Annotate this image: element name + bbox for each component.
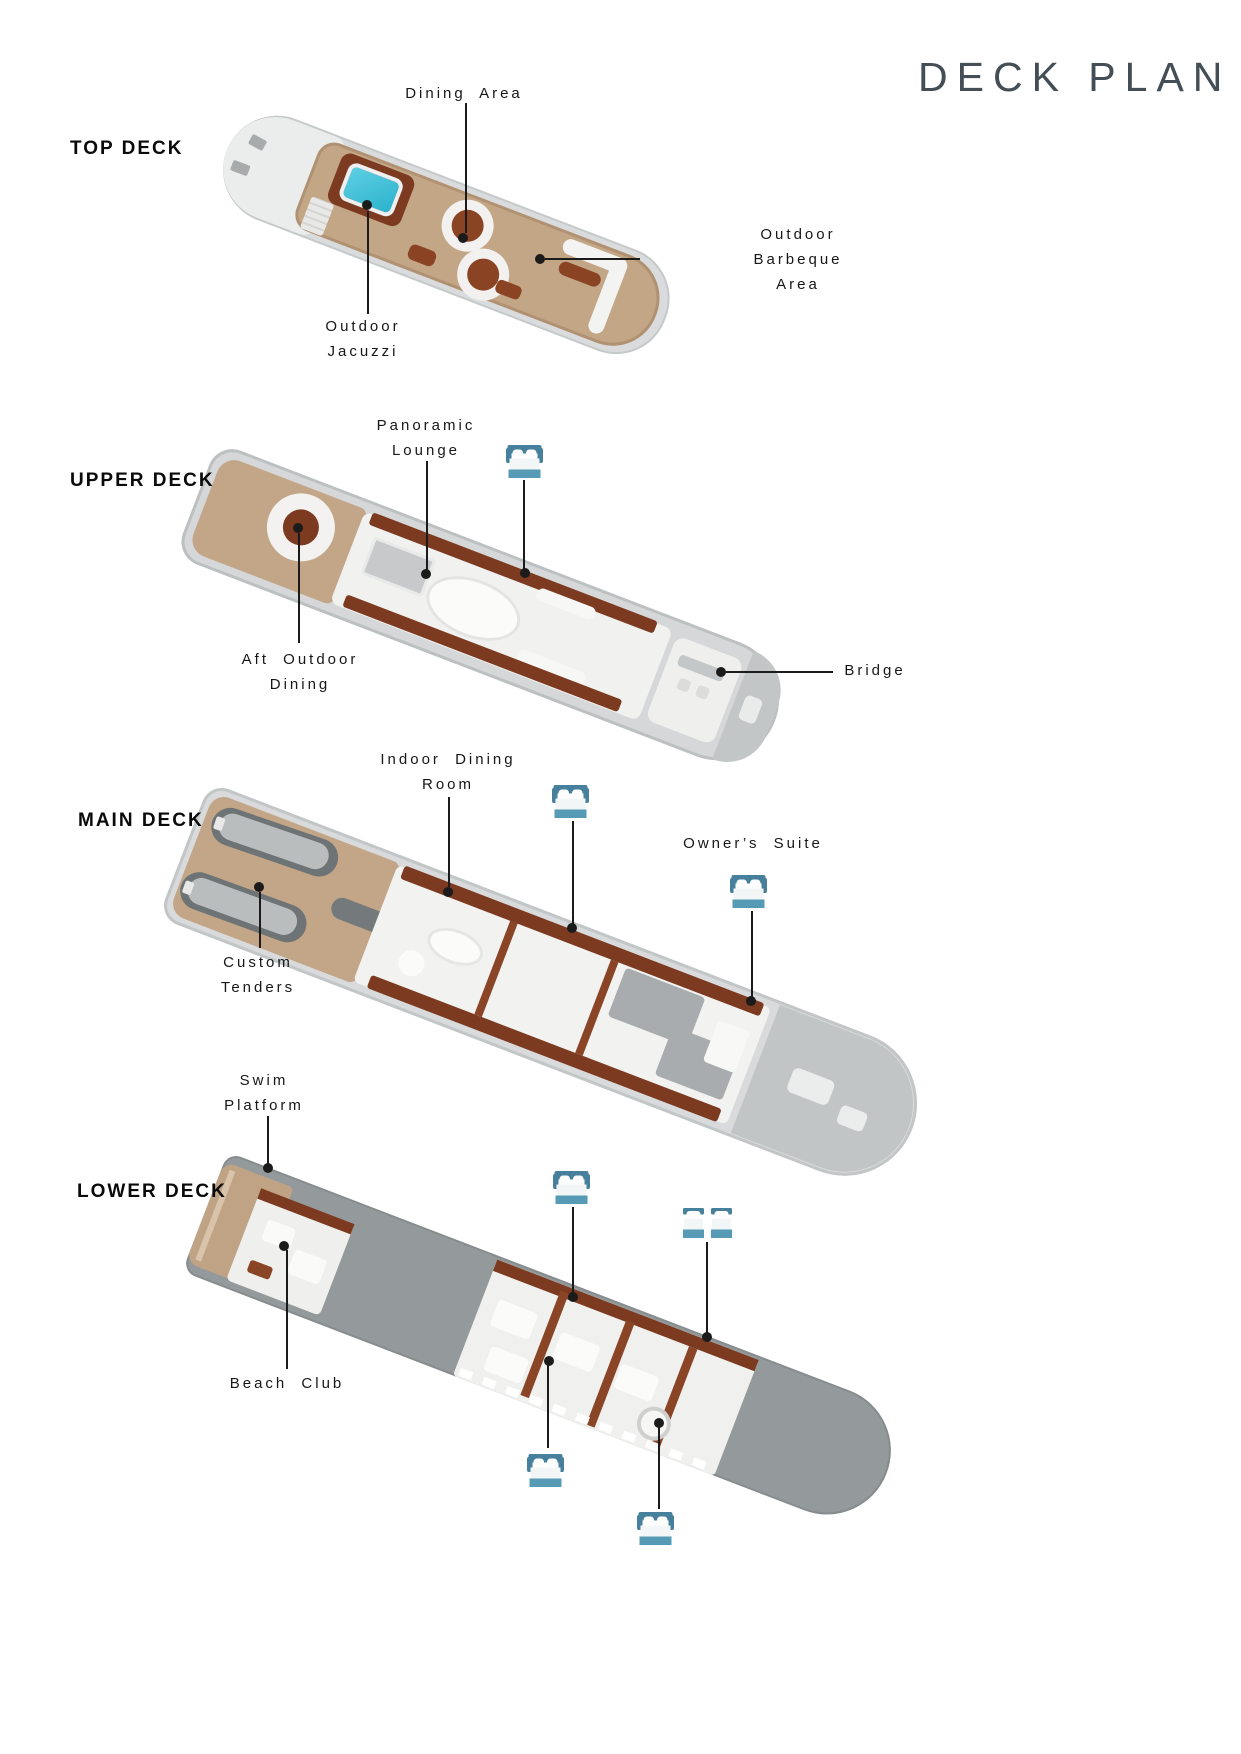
dot-upper-cabin — [520, 568, 530, 578]
double-bed-icon — [553, 1171, 590, 1209]
leader-outdoor-jacuzzi — [367, 211, 369, 314]
double-bed-icon — [730, 875, 767, 913]
dot-indoor-dining-room — [443, 887, 453, 897]
label-line: Tenders — [220, 979, 296, 996]
dot-bridge — [716, 667, 726, 677]
deck-label-main: MAIN DECK — [78, 810, 204, 831]
label-line: Owner’s Suite — [683, 835, 823, 852]
label-line: Beach Club — [229, 1375, 345, 1392]
leader-swim-platform — [267, 1116, 269, 1164]
dot-panoramic-lounge — [421, 569, 431, 579]
double-bed-icon — [506, 445, 543, 483]
label-line: Dining Area — [405, 85, 523, 102]
label-line: Platform — [224, 1097, 304, 1114]
leader-owners-suite — [751, 911, 753, 997]
double-bed-icon — [527, 1454, 564, 1492]
label-line: Swim — [239, 1072, 289, 1089]
dot-custom-tenders — [254, 882, 264, 892]
double-bed-icon — [637, 1512, 674, 1550]
label-line: Room — [421, 776, 475, 793]
dot-lower-cabin-3 — [654, 1418, 664, 1428]
label-aft-outdoor-dining: Aft Outdoor Dining — [242, 647, 359, 697]
label-owners-suite: Owner’s Suite — [683, 831, 823, 856]
leader-panoramic-lounge — [426, 461, 428, 570]
upper-deck-illustration — [174, 442, 797, 779]
label-line: Lounge — [391, 442, 461, 459]
label-panoramic-lounge: Panoramic Lounge — [377, 413, 476, 463]
leader-indoor-dining-room — [448, 797, 450, 887]
label-outdoor-jacuzzi: Outdoor Jacuzzi — [325, 314, 400, 364]
label-line: Indoor Dining — [380, 751, 516, 768]
label-line: Custom — [223, 954, 293, 971]
label-line: Bridge — [844, 662, 906, 679]
dot-outdoor-barbeque — [535, 254, 545, 264]
leader-lower-cabin-1 — [572, 1207, 574, 1293]
dot-dining-area — [458, 233, 468, 243]
label-indoor-dining-room: Indoor Dining Room — [380, 747, 515, 797]
label-line: Outdoor — [325, 318, 401, 335]
leader-lower-cabin-3 — [658, 1427, 660, 1509]
label-line: Dining — [269, 676, 331, 693]
leader-main-cabin — [572, 821, 574, 924]
dot-main-cabin — [567, 923, 577, 933]
label-line: Area — [776, 276, 820, 293]
leader-outdoor-barbeque — [545, 258, 640, 260]
dot-beach-club — [279, 1241, 289, 1251]
double-bed-icon — [552, 785, 589, 823]
label-line: Aft Outdoor — [241, 651, 359, 668]
deck-label-upper: UPPER DECK — [70, 470, 215, 491]
label-line: Jacuzzi — [327, 343, 399, 360]
twin-beds-icon — [683, 1208, 732, 1243]
label-line: Outdoor — [760, 226, 836, 243]
dot-aft-outdoor-dining — [293, 523, 303, 533]
label-custom-tenders: Custom Tenders — [221, 950, 295, 1000]
page-title: DECK PLAN — [918, 54, 1232, 100]
leader-aft-outdoor-dining — [298, 533, 300, 643]
leader-custom-tenders — [259, 892, 261, 948]
deck-label-top: TOP DECK — [70, 138, 184, 159]
label-dining-area: Dining Area — [405, 81, 523, 106]
label-swim-platform: Swim Platform — [224, 1068, 304, 1118]
leader-upper-cabin — [523, 480, 525, 569]
dot-owners-suite — [746, 996, 756, 1006]
leader-bridge — [726, 671, 833, 673]
deck-label-lower: LOWER DECK — [77, 1181, 227, 1202]
label-line: Panoramic — [376, 417, 476, 434]
label-bridge: Bridge — [844, 658, 905, 683]
label-line: Barbeque — [753, 251, 843, 268]
dot-outdoor-jacuzzi — [362, 200, 372, 210]
dot-lower-cabin-2 — [544, 1356, 554, 1366]
label-outdoor-barbeque-area: Outdoor Barbeque Area — [753, 222, 842, 297]
leader-dining-area — [465, 103, 467, 233]
leader-beach-club — [286, 1250, 288, 1369]
dot-twin-cabin — [702, 1332, 712, 1342]
leader-twin-cabin — [706, 1242, 708, 1333]
top-deck-illustration — [207, 100, 685, 370]
dot-swim-platform — [263, 1163, 273, 1173]
leader-lower-cabin-2 — [547, 1365, 549, 1448]
label-beach-club: Beach Club — [230, 1371, 345, 1396]
dot-lower-cabin-1 — [568, 1292, 578, 1302]
